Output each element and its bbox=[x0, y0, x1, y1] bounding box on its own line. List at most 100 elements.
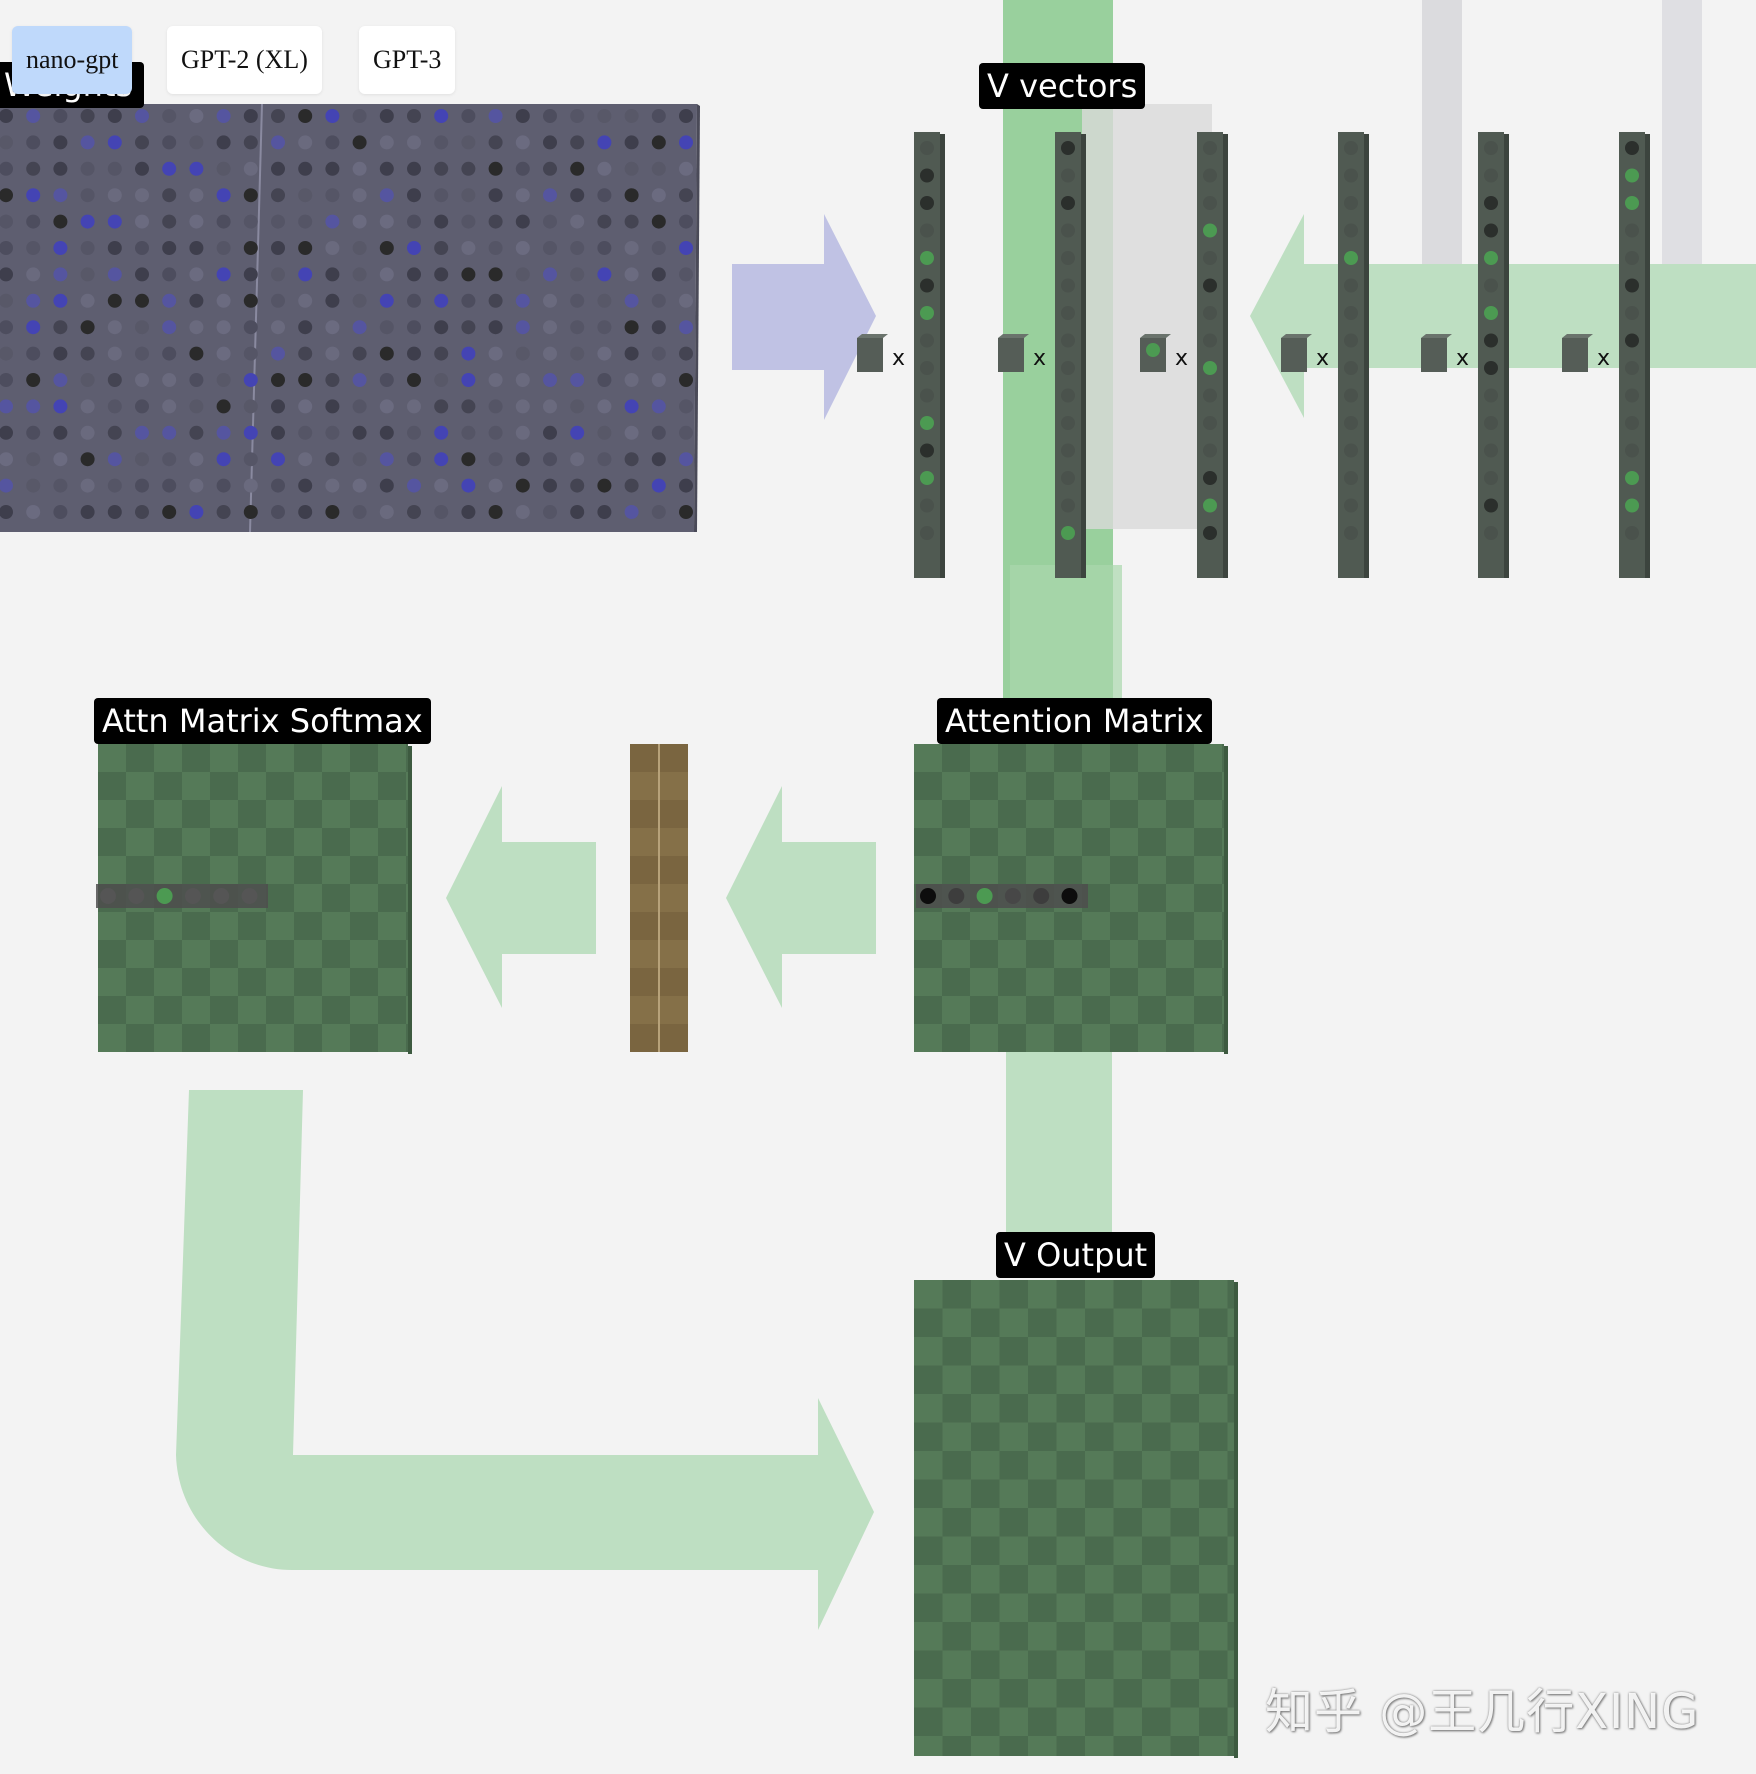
weight-dot bbox=[570, 399, 585, 414]
weight-dot bbox=[135, 346, 149, 361]
weight-dot bbox=[189, 478, 204, 493]
weight-dot bbox=[243, 135, 258, 150]
weight-dot bbox=[26, 241, 41, 255]
weight-dot bbox=[352, 346, 367, 361]
weight-dot bbox=[325, 320, 340, 335]
weight-dot bbox=[135, 267, 149, 282]
weight-dot bbox=[53, 399, 68, 414]
weight-dot bbox=[379, 293, 394, 308]
weight-dot bbox=[461, 188, 476, 203]
weight-dot bbox=[407, 161, 421, 176]
model-button-nano-gpt[interactable]: nano-gpt bbox=[12, 26, 133, 94]
weight-dot bbox=[407, 478, 421, 493]
multiply-sign-1: x bbox=[892, 346, 905, 371]
weight-dot bbox=[515, 346, 530, 361]
weight-dot bbox=[26, 346, 41, 361]
weight-dot bbox=[271, 135, 285, 150]
weight-dot bbox=[461, 425, 476, 440]
weight-dot bbox=[679, 320, 693, 335]
weight-dot bbox=[543, 346, 557, 361]
weight-dot bbox=[189, 135, 204, 150]
weight-dot bbox=[352, 320, 367, 335]
v-output-label: V Output bbox=[996, 1232, 1156, 1278]
weight-dot bbox=[570, 505, 585, 519]
weight-dot bbox=[679, 241, 693, 255]
weight-dot bbox=[162, 109, 177, 123]
weight-dot bbox=[379, 320, 394, 335]
weight-dot bbox=[107, 425, 122, 440]
weight-dot bbox=[216, 346, 231, 361]
weight-dot bbox=[0, 241, 13, 255]
weight-dot bbox=[679, 399, 693, 414]
weight-dot bbox=[515, 293, 530, 308]
weight-dot bbox=[271, 320, 285, 335]
weight-dot bbox=[271, 452, 285, 467]
weight-dot bbox=[80, 425, 95, 440]
weight-dot bbox=[651, 135, 666, 150]
weight-dot bbox=[624, 478, 639, 493]
weight-dot bbox=[162, 425, 177, 440]
weight-dot bbox=[570, 188, 585, 203]
model-button-gpt2-xl[interactable]: GPT-2 (XL) bbox=[167, 26, 322, 94]
model-button-gpt3[interactable]: GPT-3 bbox=[359, 26, 456, 94]
scalar-cube-6 bbox=[1562, 334, 1593, 372]
multiply-sign-6: x bbox=[1597, 346, 1610, 371]
weight-dot bbox=[162, 399, 177, 414]
weight-dot bbox=[80, 373, 95, 387]
weight-dot bbox=[515, 320, 530, 335]
weight-dot bbox=[243, 320, 258, 335]
weight-dot bbox=[325, 399, 340, 414]
weight-dot bbox=[570, 267, 585, 282]
weight-dot bbox=[379, 109, 394, 123]
weight-dot bbox=[271, 188, 285, 203]
weight-dot bbox=[624, 241, 639, 255]
weight-dot bbox=[651, 452, 666, 467]
weight-dot bbox=[515, 161, 530, 176]
weight-dot bbox=[298, 161, 313, 176]
weight-dot bbox=[461, 399, 476, 414]
weight-dot bbox=[325, 161, 340, 176]
weight-dot bbox=[379, 214, 394, 229]
weight-dot bbox=[298, 267, 313, 282]
weight-dot bbox=[461, 214, 476, 229]
weight-dot bbox=[216, 425, 231, 440]
weight-dot bbox=[679, 161, 693, 176]
weight-dot bbox=[325, 452, 340, 467]
weight-dot bbox=[243, 346, 258, 361]
weight-dot bbox=[107, 478, 122, 493]
weight-dot bbox=[216, 478, 231, 493]
weight-dot bbox=[216, 505, 231, 519]
weight-dot bbox=[407, 320, 421, 335]
weight-dot bbox=[325, 241, 340, 255]
weight-dot bbox=[624, 320, 639, 335]
weight-dot bbox=[80, 161, 95, 176]
weight-dot bbox=[352, 293, 367, 308]
v-column-2 bbox=[1055, 132, 1086, 578]
weight-dot bbox=[26, 188, 41, 203]
weight-dot bbox=[379, 135, 394, 150]
weight-dot bbox=[26, 109, 41, 123]
weight-dot bbox=[162, 293, 177, 308]
weight-dot bbox=[189, 188, 204, 203]
weight-dot bbox=[216, 214, 231, 229]
weight-dot bbox=[597, 135, 612, 150]
arrow-softmax-to-output bbox=[176, 1090, 874, 1630]
weight-dot bbox=[651, 188, 666, 203]
weight-dot bbox=[434, 135, 449, 150]
weight-dot bbox=[162, 478, 177, 493]
attention-matrix-label: Attention Matrix bbox=[937, 698, 1212, 744]
weight-dot bbox=[679, 346, 693, 361]
weight-dot bbox=[298, 478, 313, 493]
weight-dot bbox=[271, 373, 285, 387]
weight-dot bbox=[298, 320, 313, 335]
v-vectors-label: V vectors bbox=[979, 63, 1146, 109]
weight-dot bbox=[597, 161, 612, 176]
weight-dot bbox=[570, 214, 585, 229]
green-pale-block bbox=[1010, 565, 1122, 705]
weight-dot bbox=[488, 452, 503, 467]
softmax-highlight-row bbox=[96, 884, 268, 908]
weight-dot bbox=[325, 478, 340, 493]
weight-dot bbox=[135, 214, 149, 229]
weight-dot bbox=[53, 478, 68, 493]
weight-dot bbox=[189, 452, 204, 467]
